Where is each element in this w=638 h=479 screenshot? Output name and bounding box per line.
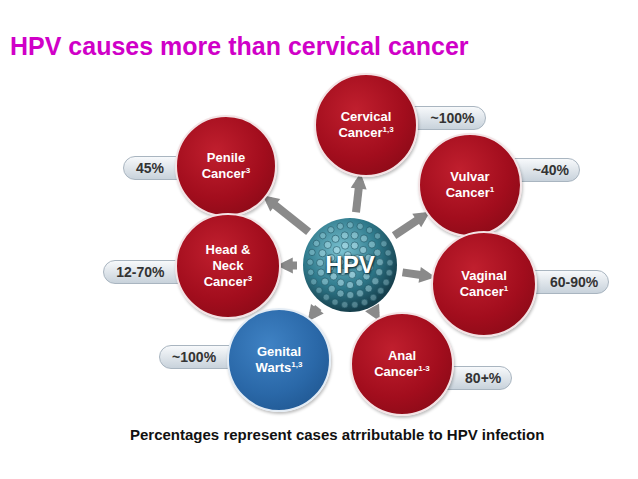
virus-capsomere (387, 260, 393, 266)
virus-capsomere (352, 302, 358, 308)
virus-capsomere (317, 269, 324, 276)
disease-name: Penile Cancer (202, 150, 246, 181)
percentage-value: 60-90% (550, 274, 598, 290)
diagram-caption: Percentages represent cases atrributable… (130, 426, 544, 443)
virus-capsomere (347, 281, 354, 288)
disease-circle: Penile Cancer3 (175, 115, 277, 217)
virus-capsomere (323, 294, 329, 300)
disease-circle: Anal Cancer1-3 (350, 312, 454, 416)
virus-capsomere (368, 241, 375, 248)
circle-label: Penile Cancer3 (187, 150, 265, 182)
virus-capsomere (376, 259, 383, 266)
virus-capsomere (311, 279, 317, 285)
virus-capsomere (383, 279, 389, 285)
virus-capsomere (320, 233, 326, 239)
virus-capsomere (307, 259, 313, 265)
hpv-arrow (356, 181, 360, 213)
reference-number: 1,3 (291, 360, 302, 369)
reference-number: 1,3 (382, 125, 393, 134)
circle-label: Genital Warts1,3 (240, 344, 318, 376)
percentage-value: ~100% (172, 349, 216, 365)
reference-number: 1 (490, 185, 494, 194)
virus-capsomere (341, 232, 348, 239)
circle-label: Vulvar Cancer1 (431, 169, 509, 201)
disease-name: Vaginal Cancer (460, 268, 507, 299)
virus-capsomere (376, 269, 383, 276)
virus-capsomere (370, 294, 376, 300)
disease-name: Anal Cancer (374, 348, 418, 379)
virus-body (303, 218, 397, 312)
virus-capsomere (342, 242, 349, 249)
disease-circle: Cervical Cancer1,3 (314, 73, 418, 177)
virus-capsomere (351, 232, 358, 239)
virus-capsomere (386, 270, 392, 276)
virus-capsomere (337, 223, 343, 229)
virus-capsomere (347, 222, 353, 228)
hpv-arrow (285, 261, 297, 269)
hpv-arrow (269, 200, 309, 232)
hpv-arrow (394, 216, 423, 236)
circle-label: Vaginal Cancer1 (445, 268, 523, 300)
diagram-title: HPV causes more than cervical cancer (10, 32, 469, 61)
virus-capsomere (361, 299, 367, 305)
virus-capsomere (356, 279, 363, 286)
virus-capsomere (332, 299, 338, 305)
percentage-value: 80+% (465, 370, 501, 386)
virus-capsomere (374, 233, 380, 239)
percentage-value: ~40% (533, 162, 569, 178)
virus-capsomere (316, 287, 322, 293)
disease-name: Cervical Cancer (338, 109, 391, 140)
virus-capsomere (366, 227, 372, 233)
hpv-arrow (375, 312, 376, 315)
virus-label: HPV (325, 251, 374, 279)
virus-capsomere (328, 227, 334, 233)
virus-capsomere (337, 279, 344, 286)
virus-capsomere (308, 269, 314, 275)
virus-capsomere (385, 250, 391, 256)
circle-label: Head & Neck Cancer3 (189, 242, 267, 290)
virus-capsomere (374, 249, 381, 256)
circle-label: Anal Cancer1-3 (363, 348, 441, 380)
reference-number: 1 (504, 284, 508, 293)
hpv-arrow (403, 272, 428, 276)
percentage-value: 45% (136, 160, 164, 176)
virus-capsomere (319, 250, 326, 257)
percentage-value: ~100% (431, 110, 475, 126)
virus-capsomere (351, 242, 358, 249)
virus-capsomere (357, 223, 363, 229)
disease-name: Genital Warts (256, 344, 301, 375)
virus-capsomere (342, 302, 348, 308)
disease-circle: Head & Neck Cancer3 (175, 213, 281, 319)
virus-capsomere (347, 291, 354, 298)
virus-capsomere (337, 290, 344, 297)
disease-name: Head & Neck Cancer (204, 242, 251, 289)
virus-capsomere (317, 259, 324, 266)
virus-capsomere (324, 241, 331, 248)
virus-capsomere (378, 288, 384, 294)
virus-capsomere (381, 241, 387, 247)
virus-capsomere (365, 285, 372, 292)
reference-number: 1-3 (418, 364, 430, 373)
virus-capsomere (309, 249, 315, 255)
virus-capsomere (328, 285, 335, 292)
virus-capsomere (356, 290, 363, 297)
virus-capsomere (372, 278, 379, 285)
disease-circle: Genital Warts1,3 (227, 308, 331, 412)
reference-number: 3 (246, 166, 250, 175)
virus-node: HPV (300, 215, 400, 315)
circle-label: Cervical Cancer1,3 (327, 109, 405, 141)
disease-circle: Vaginal Cancer1 (431, 231, 537, 337)
virus-capsomere (332, 235, 339, 242)
disease-name: Vulvar Cancer (446, 169, 490, 200)
virus-capsomere (360, 235, 367, 242)
virus-capsomere (321, 278, 328, 285)
hpv-arrow (313, 308, 319, 316)
reference-number: 3 (248, 274, 252, 283)
disease-circle: Vulvar Cancer1 (418, 133, 522, 237)
virus-capsomere (313, 240, 319, 246)
percentage-value: 12-70% (116, 264, 164, 280)
